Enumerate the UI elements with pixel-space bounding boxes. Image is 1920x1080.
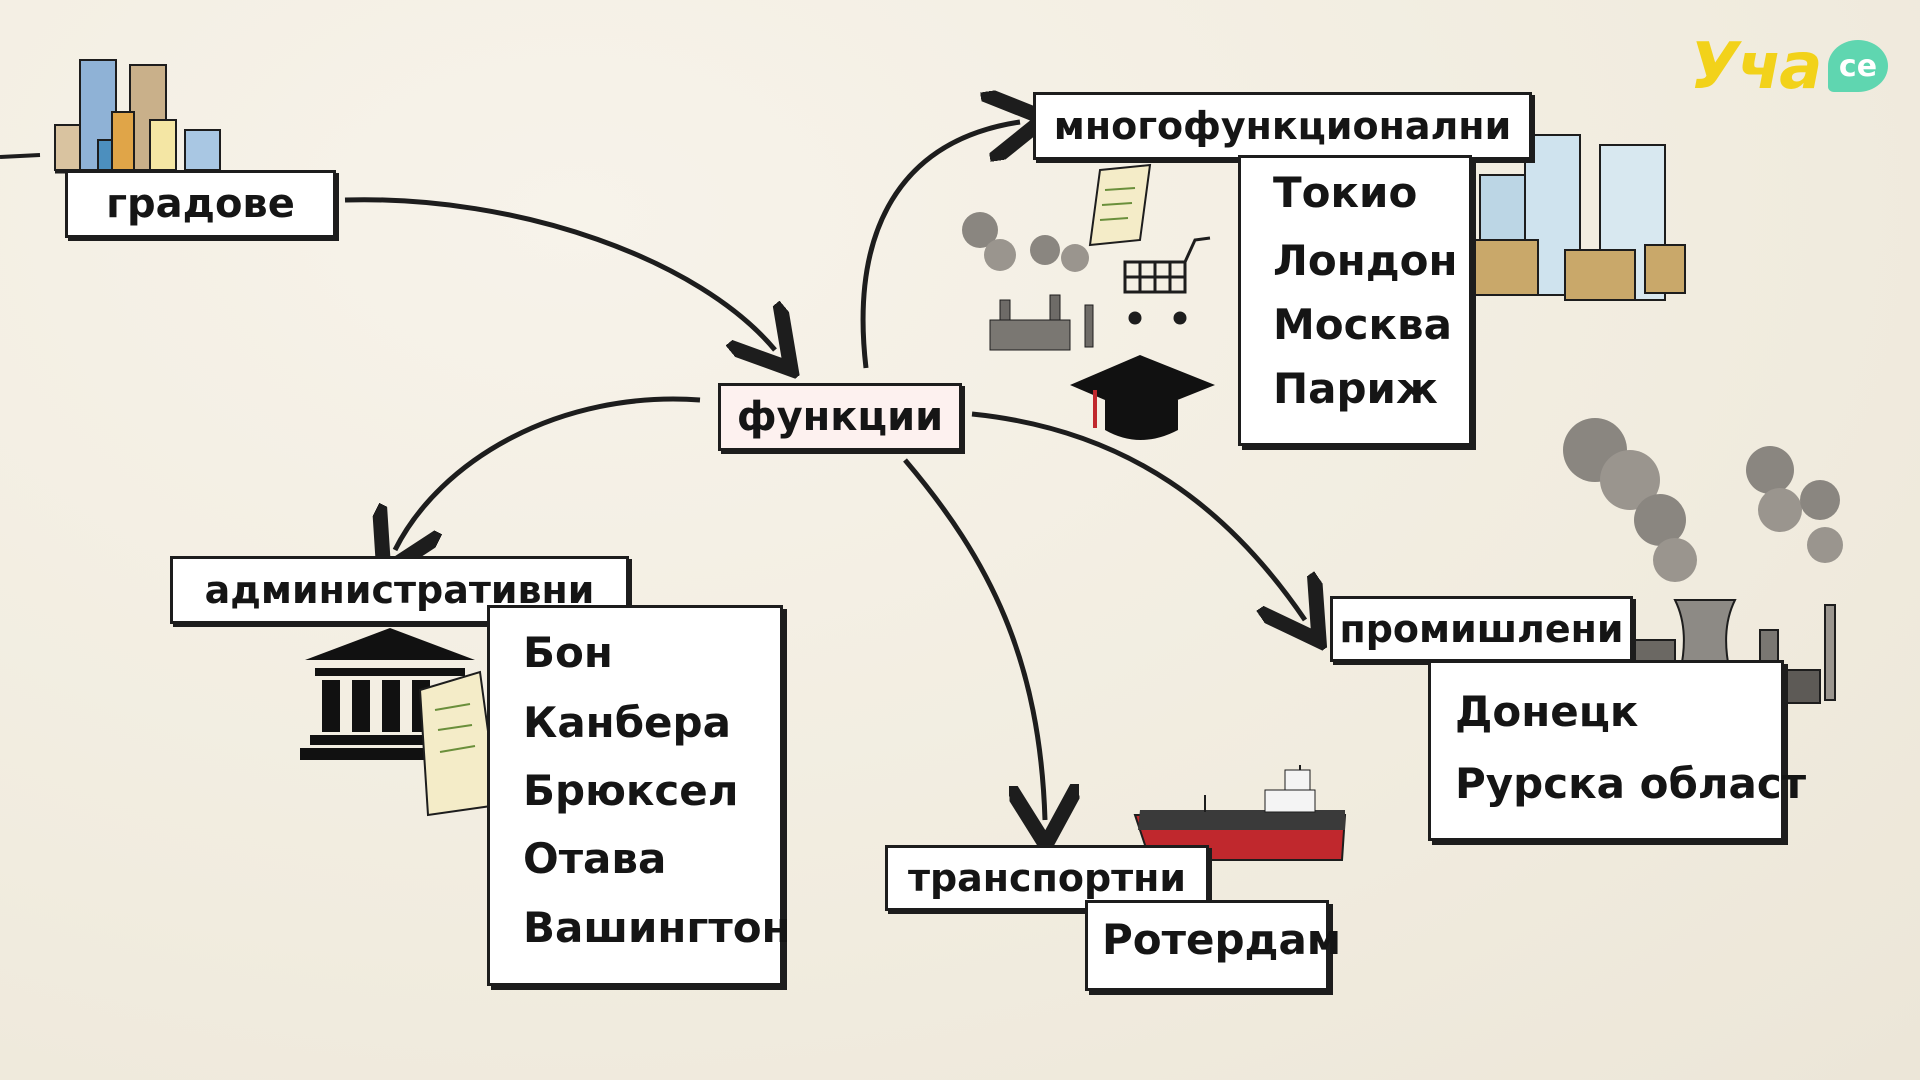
list-item: Рурска област (1455, 759, 1807, 808)
brand-logo[interactable]: Уча (1690, 30, 1822, 104)
scroll-icon (1088, 163, 1152, 247)
list-item: Ротердам (1102, 915, 1342, 964)
list-item: Отава (523, 834, 667, 883)
graduation-cap-icon (1070, 355, 1215, 440)
node-multifunctional: многофункционални (1033, 92, 1532, 160)
list-item: Токио (1273, 168, 1418, 217)
list-administrative: Бон Канбера Брюксел Отава Вашингтон (487, 605, 791, 986)
factory-icon (962, 212, 1094, 351)
list-industrial: Донецк Рурска област (1428, 660, 1806, 841)
government-building-icon (300, 628, 480, 760)
skyscrapers-icon (1467, 134, 1686, 301)
brand-logo-bubble: се (1828, 40, 1888, 92)
list-transport: Ротердам (1085, 900, 1341, 991)
city-skyline-icon (54, 59, 225, 174)
arrow-incoming (0, 153, 41, 159)
arrow-functions-to-multifunctional (860, 122, 1020, 369)
list-item: Брюксел (523, 766, 739, 815)
node-cities: градове (65, 170, 336, 238)
list-item: Москва (1273, 300, 1452, 349)
arrow-functions-to-administrative (395, 396, 701, 550)
list-item: Лондон (1273, 236, 1458, 285)
power-plant-icon (1563, 418, 1843, 706)
node-administrative: административни (170, 556, 629, 624)
node-functions: функции (718, 383, 962, 451)
list-item: Донецк (1455, 687, 1639, 736)
list-item: Париж (1273, 364, 1438, 413)
list-item: Канбера (523, 698, 731, 747)
arrow-functions-to-industrial (971, 411, 1305, 620)
shopping-cart-icon (1123, 236, 1211, 325)
list-multifunctional: Токио Лондон Москва Париж (1238, 155, 1472, 446)
node-industrial: промишлени (1330, 596, 1633, 662)
list-item: Бон (523, 628, 613, 677)
arrow-functions-to-transport (903, 458, 1045, 820)
list-item: Вашингтон (523, 903, 791, 952)
arrow-cities-to-functions (344, 197, 775, 350)
